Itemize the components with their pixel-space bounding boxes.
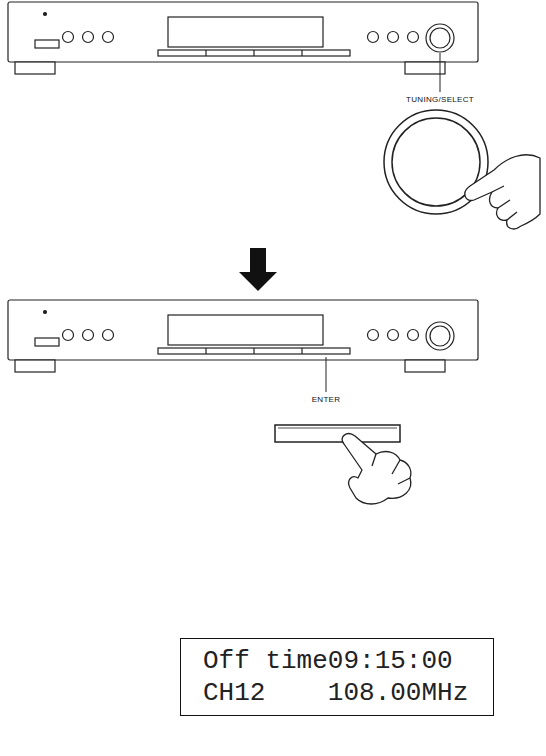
button-edge (278, 428, 397, 429)
down-arrow (239, 248, 277, 291)
lcd-display: Off time09:15:00CH12 108.00MHz (180, 638, 494, 716)
part-label: TUNING/SELECT (405, 95, 475, 104)
hand (465, 155, 540, 229)
tuner-front-panel (8, 300, 478, 372)
part-label: ENTER (311, 395, 342, 404)
hand (342, 434, 411, 504)
display-text: CH12 108.00MHz (203, 677, 468, 709)
leader-line (440, 53, 441, 92)
enter-button-enlarged (275, 425, 400, 442)
display-text: Off time09:15:00 (203, 645, 453, 677)
tuner-front-panel (8, 2, 478, 74)
leader-line (326, 357, 327, 392)
